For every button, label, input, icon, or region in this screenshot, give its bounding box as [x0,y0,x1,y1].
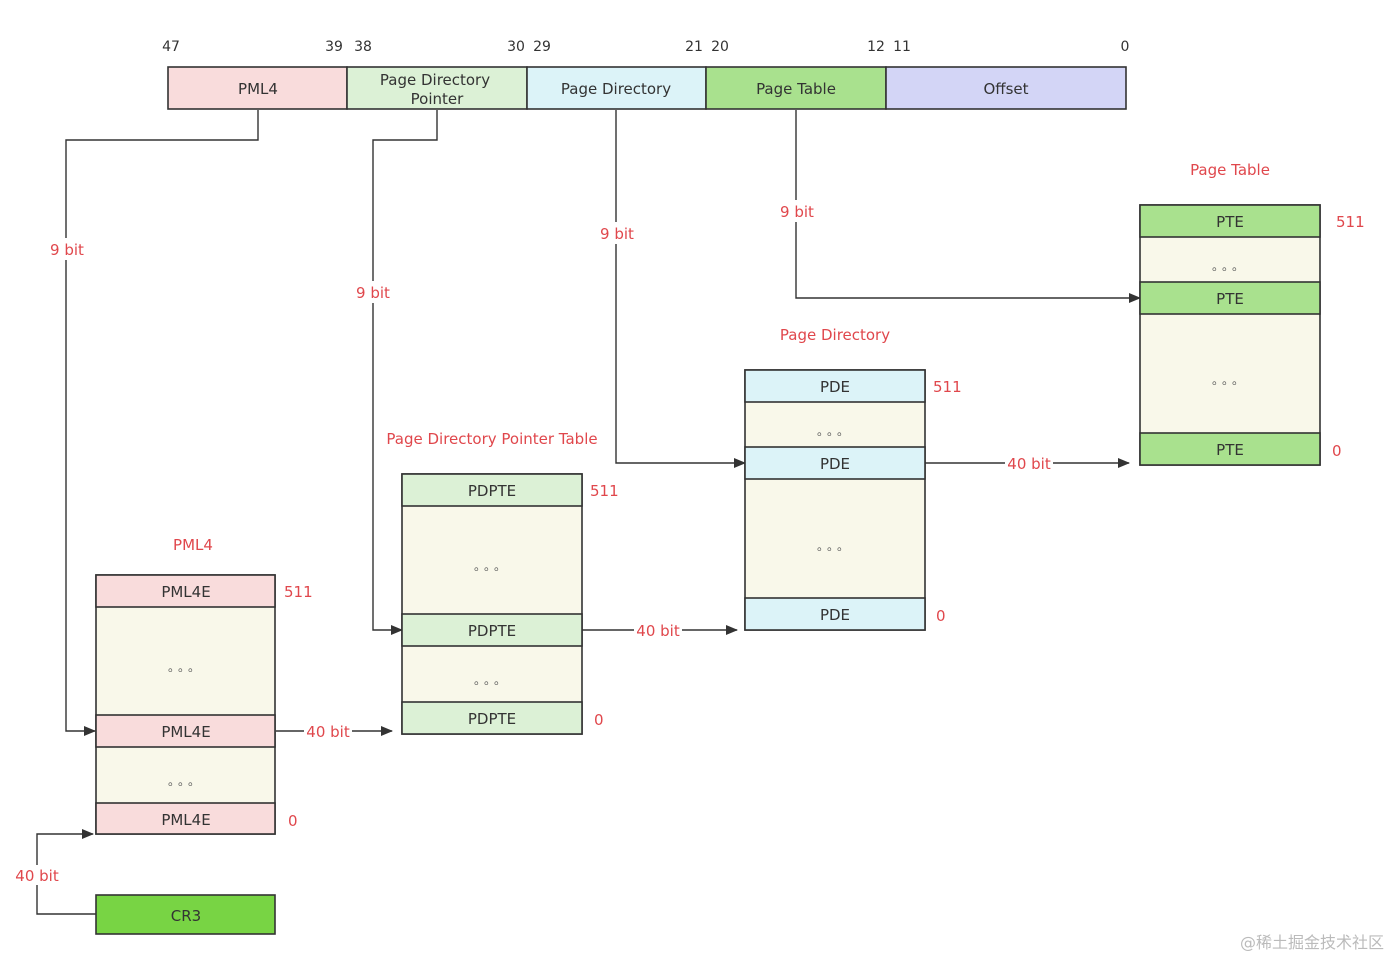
cr3-register [95,894,276,935]
pml4-index-connector [65,110,259,736]
pd-entry-label: PDE [820,606,850,624]
pml4-table: PML4 PML4E PML4E PML4E 。。。 。。。 511 0 [95,536,313,835]
pdpt-table-body [401,473,583,735]
pd-entry-top [744,369,926,403]
pd-entry-selected [744,446,926,480]
offset-field-label: Offset [983,80,1028,98]
pt-entry-top [1139,204,1321,238]
pd-table: Page Directory PDE PDE PDE 。。。 。。。 511 0 [744,326,962,631]
pml4-table-title: PML4 [173,536,213,554]
pml4-bottom-index: 0 [288,812,298,830]
pd-table-body [744,369,926,631]
ellipsis: 。。。 [1212,259,1248,273]
linear-address-bar: PML4 Page Directory Pointer Page Directo… [167,66,1127,110]
pt-bottom-index: 0 [1332,442,1342,460]
pml4-to-pdpt-width: 40 bit [306,723,350,741]
bit-number: 38 [354,39,372,55]
pml4-top-index: 511 [284,583,313,601]
pml4-entry-bottom [95,802,276,835]
cr3-label: CR3 [171,907,201,925]
pd-index-width: 9 bit [600,225,634,243]
pdpt-bottom-index: 0 [594,711,604,729]
pml4-field [167,66,348,110]
pd-table-title: Page Directory [780,326,890,344]
bit-number-row: 47 39 38 30 29 21 20 12 11 0 [162,39,1129,55]
pd-entry-label: PDE [820,455,850,473]
bit-number: 47 [162,39,180,55]
pt-index-connector [795,110,1141,303]
pdpt-top-index: 511 [590,482,619,500]
pt-entry-label: PTE [1216,290,1244,308]
pd-index-connector [615,110,746,468]
pdpt-entry-label: PDPTE [468,710,516,728]
pd-top-index: 511 [933,378,962,396]
ellipsis: 。。。 [474,559,510,573]
pdp-field [346,66,528,110]
ellipsis: 。。。 [168,774,204,788]
bit-number: 20 [711,39,729,55]
offset-field [885,66,1127,110]
pt-entry-label: PTE [1216,441,1244,459]
pdpt-table-title: Page Directory Pointer Table [386,430,597,448]
pt-top-index: 511 [1336,213,1365,231]
bit-number: 30 [507,39,525,55]
bit-number: 29 [533,39,551,55]
pt-table-title: Page Table [1190,161,1270,179]
pd-to-pt-width: 40 bit [1007,455,1051,473]
pdpt-entry-selected [401,613,583,647]
pd-entry-label: PDE [820,378,850,396]
pml4-index-width: 9 bit [50,241,84,259]
ellipsis: 。。。 [817,424,853,438]
pd-entry-bottom [744,597,926,631]
bit-number: 12 [867,39,885,55]
pdpt-index-width: 9 bit [356,284,390,302]
pdpt-entry-bottom [401,701,583,735]
cr3-width: 40 bit [15,867,59,885]
bit-number: 21 [685,39,703,55]
pt-entry-selected [1139,281,1321,315]
pdpt-to-pd-width: 40 bit [636,622,680,640]
pml4-entry-label: PML4E [161,583,210,601]
pt-table-body [1139,204,1321,466]
pd-field [526,66,707,110]
pd-field-label: Page Directory [561,80,671,98]
pt-entry-label: PTE [1216,213,1244,231]
pdpt-entry-label: PDPTE [468,482,516,500]
pt-table: Page Table PTE PTE PTE 。。。 。。。 511 0 [1139,161,1365,466]
pd-bottom-index: 0 [936,607,946,625]
pml4-entry-label: PML4E [161,811,210,829]
pml4-entry-label: PML4E [161,723,210,741]
pml4-entry-top [95,574,276,608]
pdpt-table: Page Directory Pointer Table PDPTE PDPTE… [386,430,619,735]
pdpt-entry-label: PDPTE [468,622,516,640]
bit-number: 11 [893,39,911,55]
pt-field-label: Page Table [756,80,836,98]
ellipsis: 。。。 [474,673,510,687]
watermark: @稀土掘金技术社区 [1240,933,1384,952]
pml4-field-label: PML4 [238,80,278,98]
ellipsis: 。。。 [168,660,204,674]
pdp-field-label: Page Directory [380,71,490,89]
ellipsis: 。。。 [817,539,853,553]
pt-entry-bottom [1139,432,1321,466]
bit-number: 39 [325,39,343,55]
pt-index-width: 9 bit [780,203,814,221]
pml4-table-body [95,574,276,835]
pdpt-entry-top [401,473,583,507]
pdpt-index-connector [372,110,438,635]
ellipsis: 。。。 [1212,373,1248,387]
pml4-entry-selected [95,714,276,748]
pdp-field-label: Pointer [411,90,464,108]
bit-number: 0 [1121,39,1130,55]
